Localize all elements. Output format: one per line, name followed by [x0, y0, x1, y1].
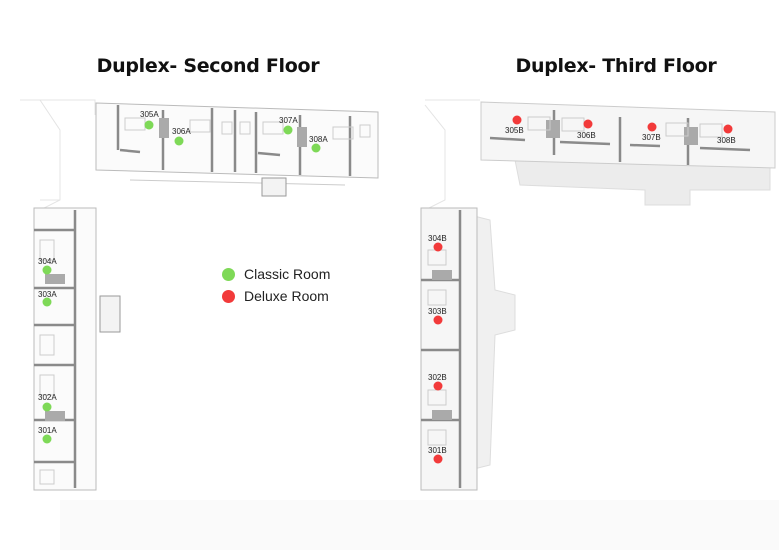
third-floor-horizontal-wing — [480, 101, 776, 206]
second-floor-vertical-wing — [33, 207, 121, 491]
classic-room-marker[interactable] — [144, 120, 154, 130]
legend-label: Deluxe Room — [244, 288, 329, 304]
deluxe-room-marker[interactable] — [433, 454, 443, 464]
third-floor-vertical-wing — [420, 207, 516, 491]
deluxe-room-marker[interactable] — [433, 381, 443, 391]
room-label: 307B — [642, 133, 661, 142]
legend-classic: Classic Room — [222, 266, 330, 282]
second-floor-title: Duplex- Second Floor — [96, 55, 320, 77]
room-label: 301A — [38, 426, 57, 435]
room-label: 303A — [38, 290, 57, 299]
classic-room-marker[interactable] — [42, 297, 52, 307]
room-label: 302B — [428, 373, 447, 382]
room-label: 305A — [140, 110, 159, 119]
room-label: 303B — [428, 307, 447, 316]
classic-room-marker[interactable] — [311, 143, 321, 153]
deluxe-room-marker[interactable] — [433, 242, 443, 252]
second-floor-horizontal-wing — [95, 102, 379, 197]
deluxe-room-marker[interactable] — [647, 122, 657, 132]
classic-room-marker[interactable] — [42, 265, 52, 275]
room-label: 304A — [38, 257, 57, 266]
room-label: 301B — [428, 446, 447, 455]
classic-room-marker[interactable] — [42, 434, 52, 444]
deluxe-room-marker[interactable] — [583, 119, 593, 129]
room-label: 305B — [505, 126, 524, 135]
room-label: 308B — [717, 136, 736, 145]
context-outline — [20, 99, 779, 550]
room-label: 308A — [309, 135, 328, 144]
room-label: 306A — [172, 127, 191, 136]
legend-label: Classic Room — [244, 266, 331, 282]
deluxe-room-marker[interactable] — [512, 115, 522, 125]
room-label: 304B — [428, 234, 447, 243]
room-label: 307A — [279, 116, 298, 125]
room-label: 302A — [38, 393, 57, 402]
deluxe-room-marker[interactable] — [433, 315, 443, 325]
deluxe-dot-icon — [222, 289, 235, 303]
classic-dot-icon — [222, 267, 235, 281]
classic-room-marker[interactable] — [174, 136, 184, 146]
classic-room-marker[interactable] — [283, 125, 293, 135]
room-label: 306B — [577, 131, 596, 140]
deluxe-room-marker[interactable] — [723, 124, 733, 134]
legend-deluxe: Deluxe Room — [222, 288, 329, 304]
third-floor-title: Duplex- Third Floor — [515, 55, 717, 77]
classic-room-marker[interactable] — [42, 402, 52, 412]
